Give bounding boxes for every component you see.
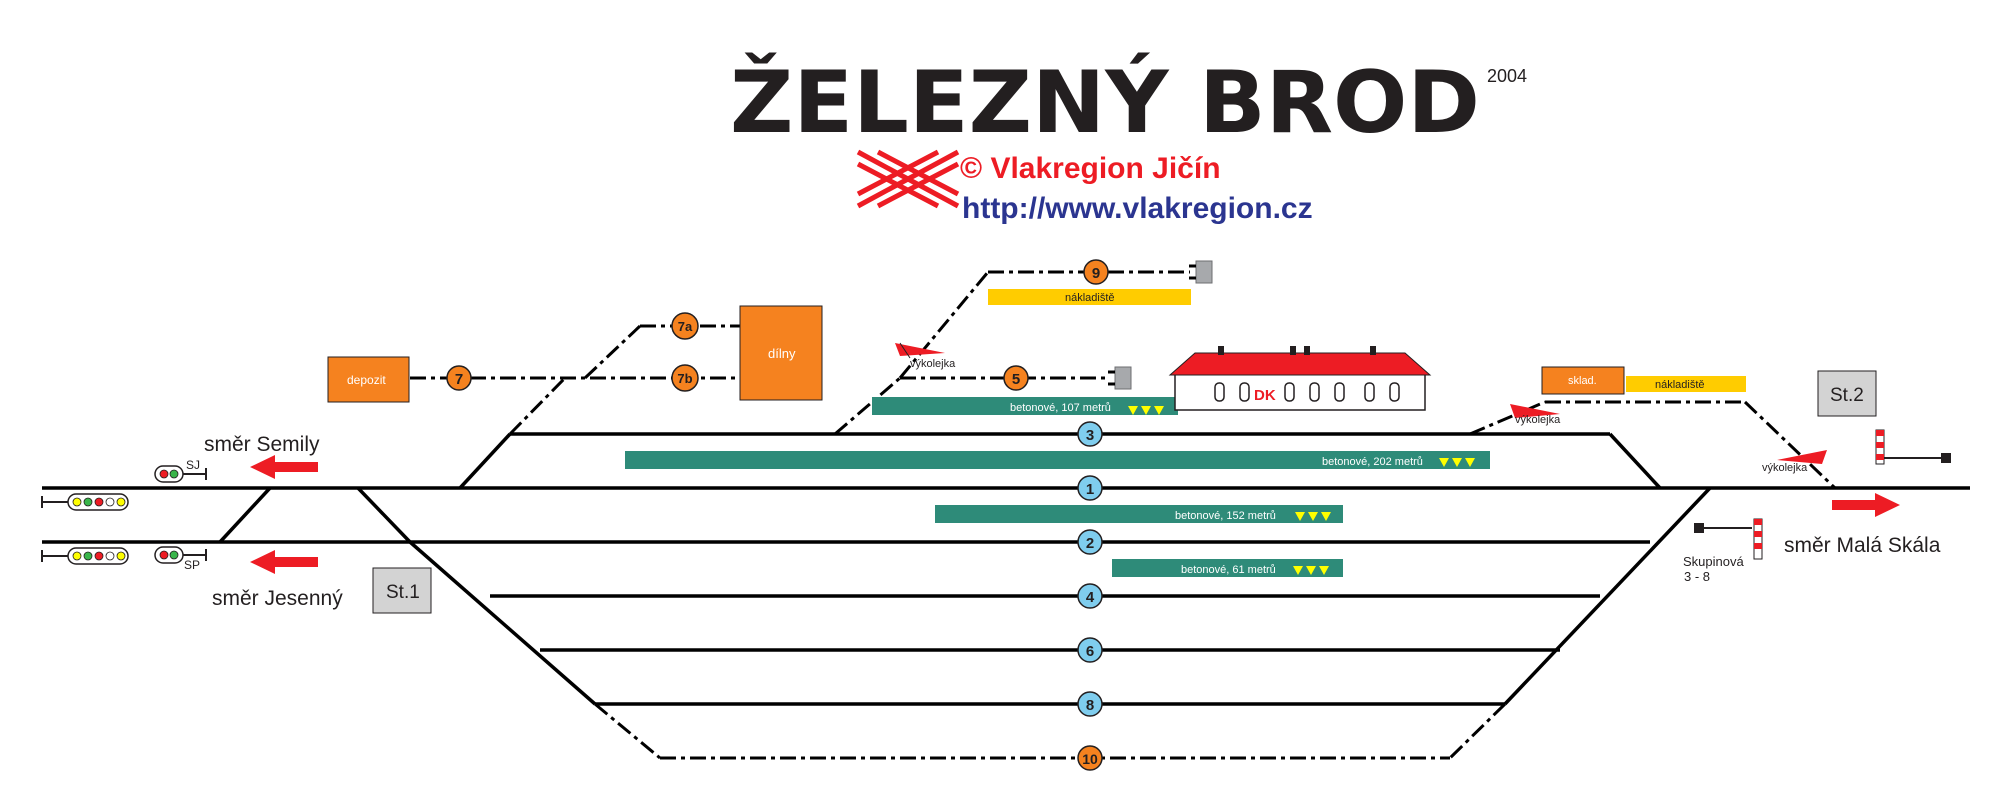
station-title: ŽELEZNÝ BROD bbox=[730, 52, 1480, 153]
shunt-signal-sj bbox=[154, 465, 207, 483]
platform-61-label: betonové, 61 metrů bbox=[1181, 564, 1276, 576]
left-crossover-a bbox=[218, 486, 272, 544]
interlocking-box-1-label: St.1 bbox=[386, 582, 420, 603]
track-badge-8: 8 bbox=[1077, 691, 1103, 717]
right-switch-lower bbox=[1503, 486, 1712, 706]
entry-signal-upper bbox=[41, 493, 129, 511]
derailer-label-right: výkolejka bbox=[1515, 414, 1561, 426]
interlocking-box-2-label: St.2 bbox=[1830, 385, 1864, 406]
platform-202: betonové, 202 metrů bbox=[625, 451, 1490, 469]
track-badge-5: 5 bbox=[1003, 365, 1029, 391]
track-badge-7a: 7a bbox=[671, 312, 699, 340]
arrow-left-semily bbox=[250, 455, 318, 479]
main-tracks bbox=[42, 432, 1970, 706]
svg-text:3: 3 bbox=[1086, 427, 1094, 444]
right-siding-switch bbox=[1743, 400, 1837, 490]
shunt-signal-sp bbox=[154, 546, 207, 564]
derailer-label-top: výkolejka bbox=[910, 358, 956, 370]
derailer-label-far-right: výkolejka bbox=[1762, 462, 1808, 474]
platform-61-marks bbox=[1293, 566, 1329, 575]
direction-semily: směr Semily bbox=[204, 433, 320, 456]
exit-signal-right bbox=[1875, 429, 1951, 465]
storage-label: sklad. bbox=[1568, 375, 1597, 387]
buffer-stop-track-5 bbox=[1108, 366, 1132, 390]
track-badge-9: 9 bbox=[1083, 259, 1109, 285]
svg-text:7b: 7b bbox=[677, 371, 692, 386]
copyright-text: © Vlakregion Jičín bbox=[960, 152, 1221, 185]
track-badge-10: 10 bbox=[1077, 745, 1103, 771]
direction-mala-skala: směr Malá Skála bbox=[1784, 534, 1941, 557]
group-signal-range: 3 - 8 bbox=[1684, 569, 1710, 584]
left-crossover-b bbox=[356, 486, 412, 544]
track-7-switch bbox=[508, 376, 567, 436]
platform-152-marks bbox=[1295, 512, 1331, 521]
platform-61: betonové, 61 metrů bbox=[1112, 559, 1343, 577]
platform-107: betonové, 107 metrů bbox=[872, 397, 1178, 415]
website-link[interactable]: http://www.vlakregion.cz bbox=[962, 192, 1313, 225]
derailer-icon-right bbox=[1510, 404, 1560, 418]
track-badge-3: 3 bbox=[1077, 421, 1103, 447]
entry-signal-lower bbox=[41, 547, 129, 565]
arrow-right-mala-skala bbox=[1832, 493, 1900, 517]
arrow-left-jesenny bbox=[250, 550, 318, 574]
depot-building bbox=[327, 356, 410, 403]
platform-152: betonové, 152 metrů bbox=[935, 505, 1343, 523]
buffer-stop-track-9 bbox=[1189, 260, 1213, 284]
crossed-rails-icon bbox=[856, 149, 960, 209]
platform-107-label: betonové, 107 metrů bbox=[1010, 402, 1111, 414]
track-badge-6: 6 bbox=[1077, 637, 1103, 663]
loading-area-right-label: nákladiště bbox=[1655, 379, 1705, 391]
derailer-icon-top bbox=[895, 342, 945, 359]
group-signal bbox=[1694, 518, 1763, 560]
svg-text:6: 6 bbox=[1086, 643, 1094, 660]
shunt-signal-sj-label: SJ bbox=[186, 458, 200, 472]
platform-202-marks bbox=[1439, 458, 1475, 467]
interlocking-box-2 bbox=[1817, 370, 1877, 417]
depot-label: depozit bbox=[347, 373, 386, 387]
workshop-label: dílny bbox=[768, 346, 796, 361]
loading-area-top bbox=[988, 289, 1191, 305]
right-siding-branch bbox=[1469, 400, 1546, 436]
svg-text:7: 7 bbox=[455, 371, 463, 388]
direction-jesenny: směr Jesenný bbox=[212, 587, 343, 610]
track-9-branch bbox=[898, 271, 990, 379]
storage-building bbox=[1541, 366, 1625, 395]
track-badge-2: 2 bbox=[1077, 529, 1103, 555]
workshop-building bbox=[739, 305, 823, 401]
left-switch-3 bbox=[458, 432, 512, 490]
track-badge-7: 7 bbox=[446, 365, 472, 391]
station-year: 2004 bbox=[1487, 66, 1527, 86]
loading-area-right bbox=[1626, 376, 1746, 392]
svg-text:9: 9 bbox=[1092, 265, 1100, 282]
platform-107-marks bbox=[1128, 406, 1164, 415]
platform-202-label: betonové, 202 metrů bbox=[1322, 456, 1423, 468]
track-badge-7b: 7b bbox=[671, 364, 699, 392]
svg-text:2: 2 bbox=[1086, 535, 1094, 552]
group-signal-label: Skupinová bbox=[1683, 554, 1744, 569]
track-5-switch bbox=[834, 376, 901, 436]
derailer-icon-far-right bbox=[1777, 450, 1827, 464]
right-switch-3 bbox=[1608, 432, 1662, 490]
svg-text:10: 10 bbox=[1082, 751, 1098, 767]
interlocking-box-1 bbox=[372, 567, 432, 614]
platform-152-label: betonové, 152 metrů bbox=[1175, 510, 1276, 522]
track-10-left-switch bbox=[594, 702, 661, 760]
station-building: DK bbox=[1168, 346, 1432, 411]
shunt-signal-sp-label: SP bbox=[184, 558, 200, 572]
svg-text:8: 8 bbox=[1086, 697, 1094, 714]
track-7a-branch bbox=[583, 324, 642, 380]
left-switch-lower bbox=[408, 540, 597, 706]
loading-area-top-label: nákladiště bbox=[1065, 292, 1115, 304]
track-badge-4: 4 bbox=[1077, 583, 1103, 609]
svg-text:4: 4 bbox=[1086, 589, 1095, 606]
svg-text:1: 1 bbox=[1086, 481, 1094, 498]
track-badge-1: 1 bbox=[1077, 475, 1103, 501]
dispatcher-label: DK bbox=[1254, 387, 1276, 404]
svg-text:5: 5 bbox=[1012, 371, 1020, 388]
track-10-right-switch bbox=[1448, 702, 1507, 760]
svg-text:7a: 7a bbox=[678, 319, 693, 334]
